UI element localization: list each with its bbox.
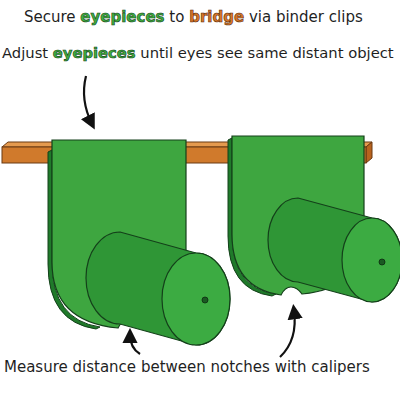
left-eyepiece	[48, 140, 230, 345]
right-eyepiece	[228, 136, 400, 302]
instruction-text: Measure distance between notches with ca…	[4, 358, 370, 376]
instruction-text: Adjust eyepieces until eyes see same dis…	[2, 44, 394, 62]
pointer-arrow	[280, 310, 295, 357]
pointer-arrow	[84, 76, 92, 124]
instruction-text: Secure eyepieces to bridge via binder cl…	[24, 8, 363, 26]
pointer-arrow	[130, 334, 140, 354]
